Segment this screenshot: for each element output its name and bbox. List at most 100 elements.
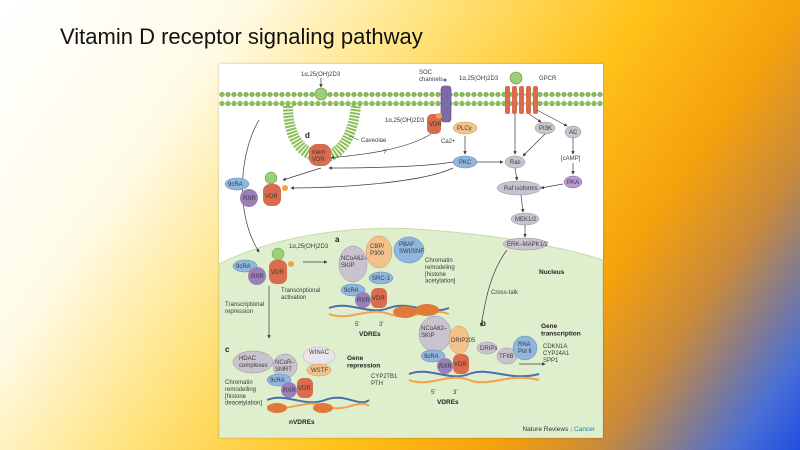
erk-label: ERK–MAPK1/2 xyxy=(507,242,549,248)
src1-node xyxy=(368,271,394,285)
ligand-ball-gpcr xyxy=(509,71,523,85)
cbp-label: CBP/P300 xyxy=(370,244,385,257)
dna-a xyxy=(328,304,450,318)
pbaf-node xyxy=(393,236,425,264)
figure-credit: Nature Reviews|Cancer xyxy=(522,426,595,433)
c-rxr xyxy=(281,382,297,398)
drips-node xyxy=(476,341,498,355)
b-9cra xyxy=(420,349,446,363)
nuc-vdr xyxy=(269,260,287,284)
cyto-9cra xyxy=(224,177,250,191)
nuc-9cra-label: 9cRA xyxy=(236,264,251,270)
soc-channel xyxy=(440,85,452,123)
winac-label: WINAC xyxy=(309,350,330,356)
b-five: 5' xyxy=(431,390,435,396)
nucleus-region xyxy=(219,227,603,438)
hdac-node xyxy=(232,350,274,374)
gpcr-label: GPCR xyxy=(539,76,557,82)
question-mark: ? xyxy=(383,150,387,156)
nucleus-label: Nucleus xyxy=(539,269,565,276)
ras-label: Ras xyxy=(510,160,521,166)
a-rxr xyxy=(355,292,371,308)
cyto-9cra-label: 9cRA xyxy=(228,182,243,188)
b-9cra-label: 9cRA xyxy=(424,354,439,360)
gpcr xyxy=(505,86,538,114)
erk-node xyxy=(502,237,548,251)
drip205-label: DRIP205 xyxy=(451,338,476,344)
pka-node xyxy=(563,175,583,189)
dna-b xyxy=(408,370,540,384)
cbp-node xyxy=(365,235,393,269)
src1-label: SRC-1 xyxy=(372,276,391,282)
ncoa62-b-label: NCoA62–SKIP xyxy=(421,326,448,339)
pkc-label: PKC xyxy=(459,160,472,166)
c-9cra-label: 9cRA xyxy=(270,378,285,384)
a-vdr xyxy=(371,288,387,308)
wstf-label: WSTF xyxy=(311,368,328,374)
mek-label: MEK1/2 xyxy=(515,217,537,223)
cyto-rxr-label: RXR xyxy=(243,196,256,202)
drips-label: DRIPs xyxy=(480,346,497,352)
c-vdr xyxy=(297,378,313,398)
panel-letter-d: d xyxy=(305,131,310,140)
mem-vdr xyxy=(309,144,331,166)
nuc-rxr xyxy=(248,267,266,285)
b-vdres: VDREs xyxy=(437,399,459,406)
a-three: 3' xyxy=(379,322,383,328)
camp-label: [cAMP] xyxy=(561,156,581,162)
raf-label: Raf isoforms xyxy=(504,186,538,192)
plc-node xyxy=(452,121,478,135)
panel-letter-c: c xyxy=(225,345,230,354)
ligand-label-top: 1α,25(OH)2D3 xyxy=(301,72,341,78)
panel-letter-b: b xyxy=(481,319,486,328)
ncoa62-a-label: NCoA62–SKIP xyxy=(341,256,368,269)
b-rxr xyxy=(437,358,453,374)
tfiib-label: TFIIB xyxy=(499,354,514,360)
b-three: 3' xyxy=(453,390,457,396)
ac-label: AC xyxy=(569,130,578,136)
a-rxr-label: RXR xyxy=(357,298,370,304)
credit-main: Nature Reviews xyxy=(522,426,569,433)
caveolae-label: Caveolae xyxy=(361,138,387,144)
b-rxr-label: RXR xyxy=(439,364,452,370)
nuc-rxr-label: RXR xyxy=(251,274,264,280)
ligand-label-mid: 1α,25(OH)2D3 xyxy=(385,118,425,124)
b-vdr-label: VDR xyxy=(454,362,467,368)
ligand-label-gpcr: 1α,25(OH)2D3 xyxy=(459,76,499,82)
wstf-node xyxy=(306,363,332,377)
a-five: 5' xyxy=(355,322,359,328)
crosstalk-label: Cross-talk xyxy=(491,290,519,296)
ca-label: Ca2+ xyxy=(441,139,456,145)
ncoa62-a xyxy=(338,245,368,283)
dna-c xyxy=(266,396,370,413)
panel-letter-a: a xyxy=(335,235,340,244)
plasma-membrane xyxy=(219,92,603,106)
membrane-vdr-label: VDR xyxy=(429,122,442,128)
ligand-ball xyxy=(314,87,328,101)
nuc-vdr-label: VDR xyxy=(271,270,284,276)
cyto-vdr xyxy=(263,184,281,206)
slide-title: Vitamin D receptor signaling pathway xyxy=(60,24,423,49)
plc-label: PLCγ xyxy=(457,126,472,132)
b-vdr xyxy=(453,354,469,374)
pka-label: PKA xyxy=(567,180,579,186)
cyto-vdr-label: VDR xyxy=(265,194,278,200)
ncor-label: NCoR–SMRT xyxy=(275,360,295,373)
c-9cra xyxy=(266,373,292,387)
c-vdr-label: VDR xyxy=(298,386,311,392)
a-vdr-label: VDR xyxy=(372,296,385,302)
cyto-rxr xyxy=(240,189,258,207)
nuc-9cra xyxy=(232,259,258,273)
